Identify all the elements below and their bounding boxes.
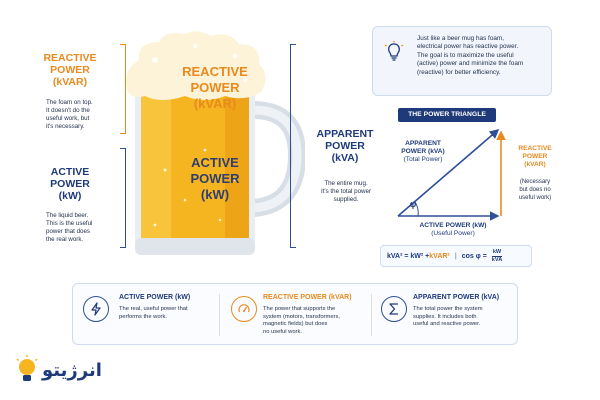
summary-cards: ACTIVE POWER (kW) The real, useful power…	[72, 283, 518, 345]
formula-part2: kVAR²	[429, 252, 450, 260]
active-bracket	[120, 148, 126, 248]
formula-den: kVA	[491, 256, 503, 263]
logo-bulb-icon	[16, 355, 38, 381]
apparent-bracket	[290, 44, 296, 248]
triangle-apparent-label: APPARENT POWER (kVA) (Total Power)	[401, 140, 445, 163]
card-active: ACTIVE POWER (kW) The real, useful power…	[73, 284, 221, 346]
apparent-desc: The entire mug. It's the total power sup…	[320, 180, 372, 203]
reactive-bracket	[120, 44, 126, 134]
formula-sep: |	[454, 252, 457, 260]
formula-cos: cos φ =	[461, 252, 487, 260]
gauge-icon	[231, 296, 257, 322]
left-reactive-title: REACTIVE POWER (kVAR)	[43, 52, 97, 88]
foam-label: REACTIVE POWER (kVAR)	[182, 64, 248, 111]
triangle-active-label: ACTIVE POWER (kW) (Useful Power)	[419, 222, 487, 237]
left-active-title: ACTIVE POWER (kW)	[50, 166, 90, 202]
formula-part1: kVA² = kW² +	[387, 252, 430, 260]
beer-mug-illustration	[126, 31, 305, 255]
card-reactive-title: REACTIVE POWER (kVAR)	[263, 294, 352, 301]
card-active-desc: The real, useful power that performs the…	[119, 306, 188, 320]
card-apparent: APPARENT POWER (kVA) The total power the…	[373, 284, 519, 346]
formula-fraction: kW kVA	[492, 249, 502, 263]
left-reactive-desc: The foam on top. It doesn't do the usefu…	[46, 99, 93, 130]
left-active-desc: The liquid beer. This is the useful powe…	[46, 212, 93, 243]
brand-logo: انرژیتو	[14, 355, 134, 387]
power-triangle-diagram	[397, 128, 506, 221]
card-active-title: ACTIVE POWER (kW)	[119, 294, 191, 301]
beer-label: ACTIVE POWER (kW)	[190, 155, 240, 202]
angle-phi-label: φ	[409, 199, 417, 209]
tip-text: Just like a beer mug has foam, electrica…	[417, 35, 524, 76]
triangle-reactive-label: REACTIVE POWER (kVAR)	[518, 145, 552, 168]
lightning-icon	[83, 296, 109, 322]
formula-num: kW	[491, 249, 503, 257]
card-separator	[371, 294, 372, 336]
sigma-icon	[381, 296, 407, 322]
power-triangle-header: THE POWER TRIANGLE	[398, 108, 496, 122]
card-reactive: REACTIVE POWER (kVAR) The power that sup…	[221, 284, 371, 346]
tip-box: Just like a beer mug has foam, electrica…	[372, 26, 552, 96]
logo-text: انرژیتو	[42, 360, 102, 381]
lightbulb-icon	[384, 41, 404, 61]
card-reactive-desc: The power that supports the system (moto…	[263, 306, 340, 335]
card-apparent-desc: The total power the system supplies. It …	[413, 306, 483, 328]
apparent-title: APPARENT POWER (kVA)	[316, 128, 374, 164]
power-formula: kVA² = kW² + kVAR² | cos φ = kW kVA	[380, 245, 532, 267]
card-separator	[219, 294, 220, 336]
triangle-reactive-note: (Necessary but does no useful work)	[518, 179, 552, 201]
card-apparent-title: APPARENT POWER (kVA)	[413, 294, 500, 301]
